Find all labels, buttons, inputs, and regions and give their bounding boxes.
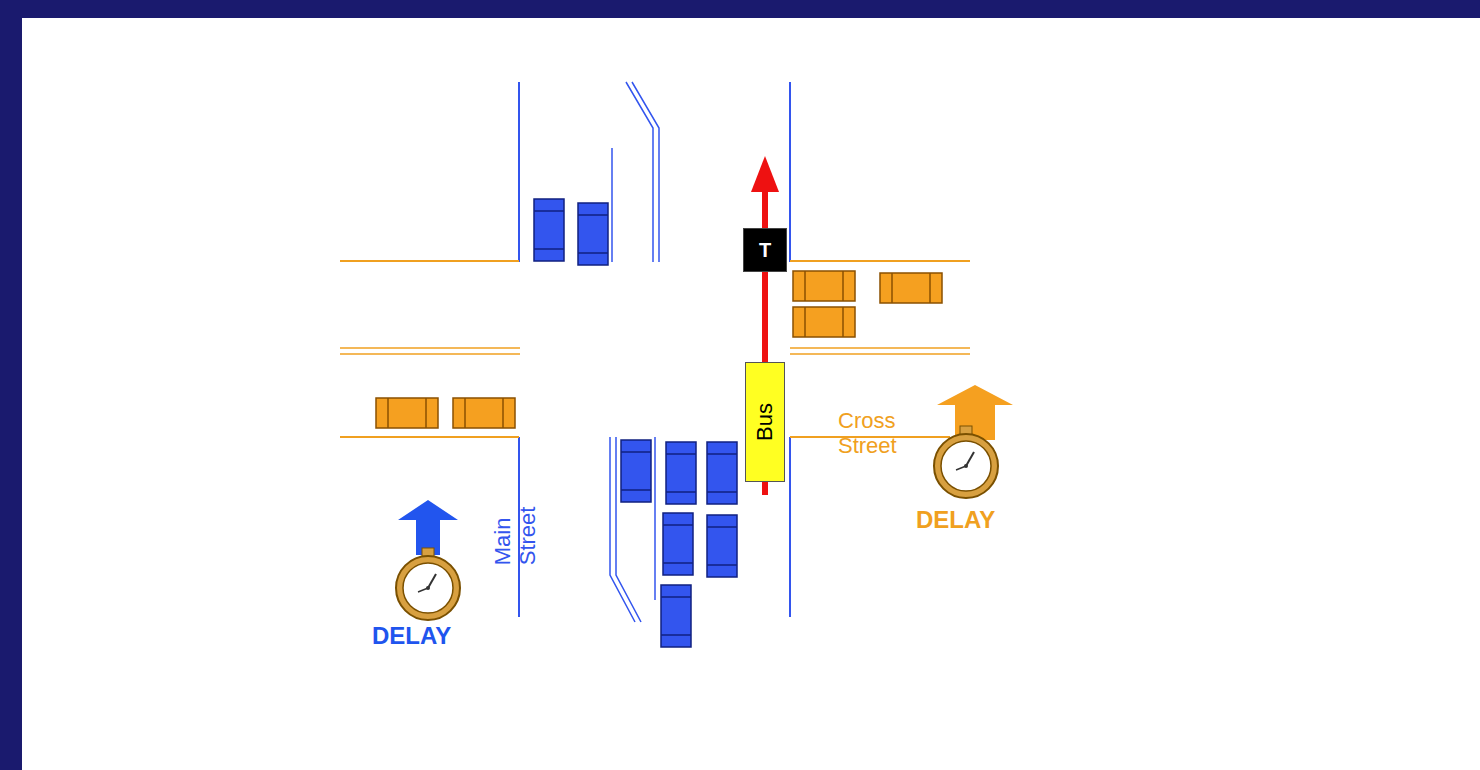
node-text: Bus: [752, 403, 778, 441]
transit-signal: T: [743, 228, 787, 272]
street-name: Main Street: [490, 495, 541, 565]
bus-box: Bus: [745, 362, 785, 482]
delay-label: DELAY: [916, 507, 1036, 533]
delay-label: DELAY: [372, 623, 492, 649]
street-name: Cross Street: [838, 408, 928, 459]
node-text: T: [759, 239, 771, 262]
